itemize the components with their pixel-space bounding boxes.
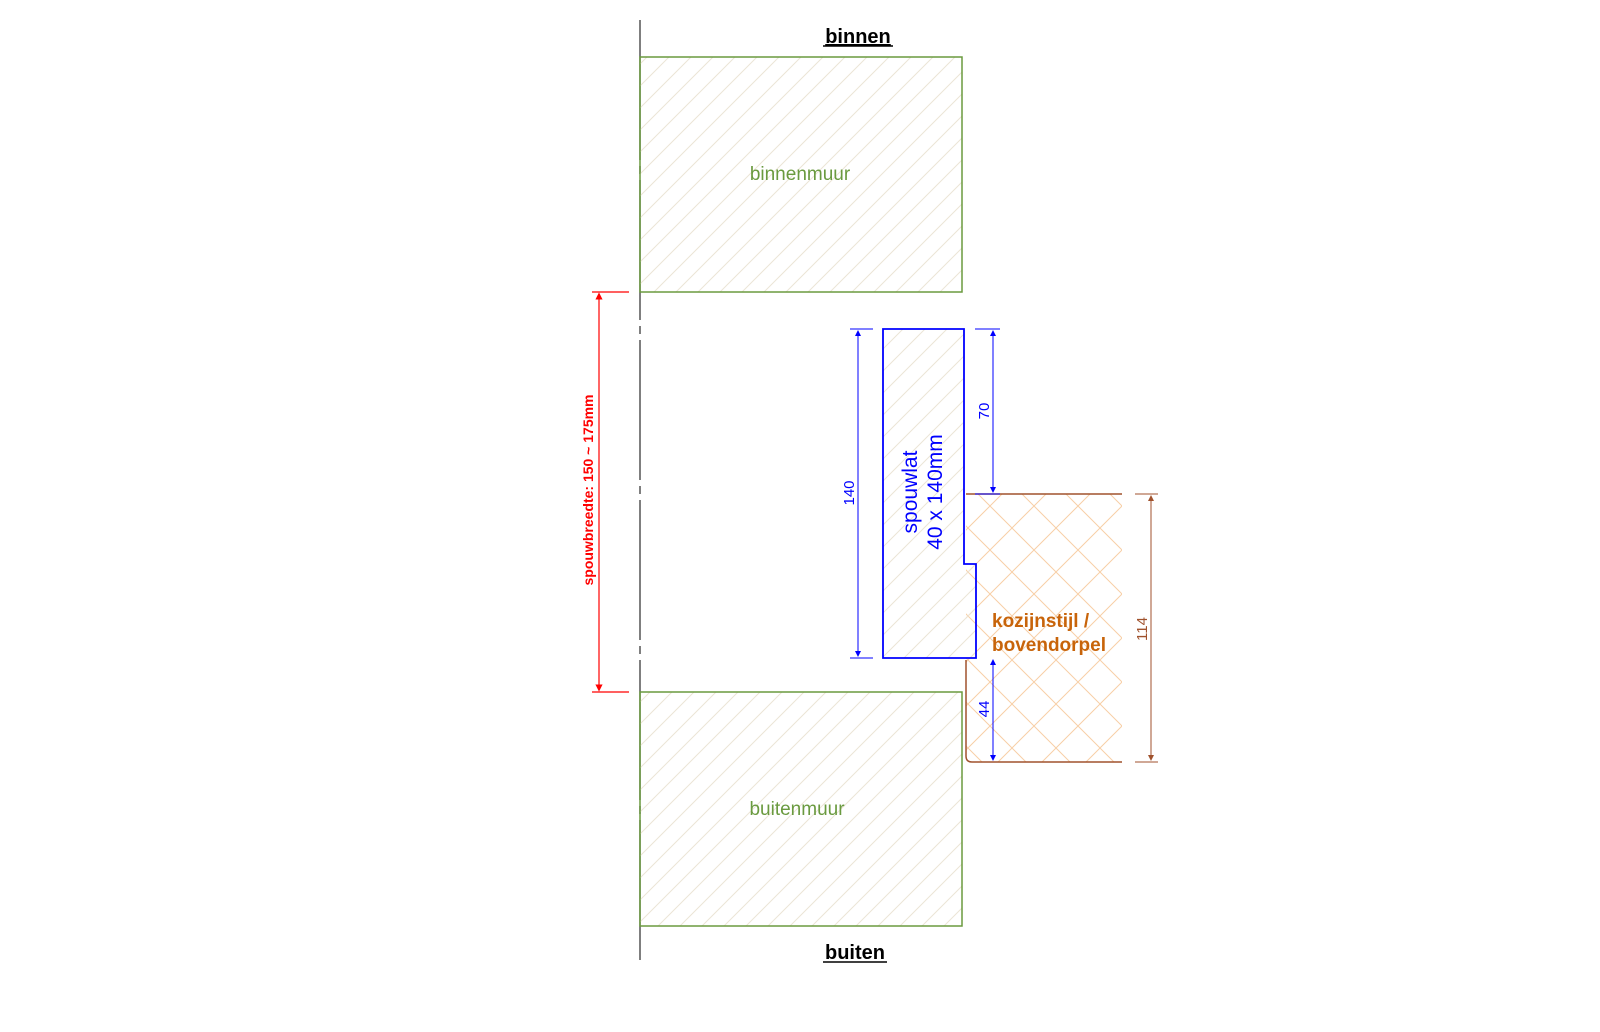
dim-bottom-offset-value: 44 <box>976 701 993 718</box>
inside-heading: binnen <box>825 26 891 48</box>
cavity-batten <box>882 328 977 659</box>
inner-wall-label: binnenmuur <box>750 164 851 185</box>
dim-frame-height-value: 114 <box>1134 617 1151 641</box>
batten-size-label: 40 x 140mm <box>924 434 947 550</box>
frame-left-edge <box>965 660 973 763</box>
window-frame-section <box>966 494 1122 762</box>
cavity-width-label: spouwbreedte: 150 ~ 175mm <box>580 394 596 585</box>
frame-label-line1: kozijnstijl / <box>992 611 1090 632</box>
inner-wall <box>639 56 963 293</box>
outer-wall <box>639 691 963 927</box>
outer-wall-label: buitenmuur <box>749 799 845 820</box>
batten-name-label: spouwlat <box>899 450 922 533</box>
dim-batten-height-value: 140 <box>841 480 858 505</box>
outside-heading: buiten <box>825 942 885 964</box>
dim-top-offset-value: 70 <box>976 403 993 420</box>
frame-label-line2: bovendorpel <box>992 635 1106 656</box>
